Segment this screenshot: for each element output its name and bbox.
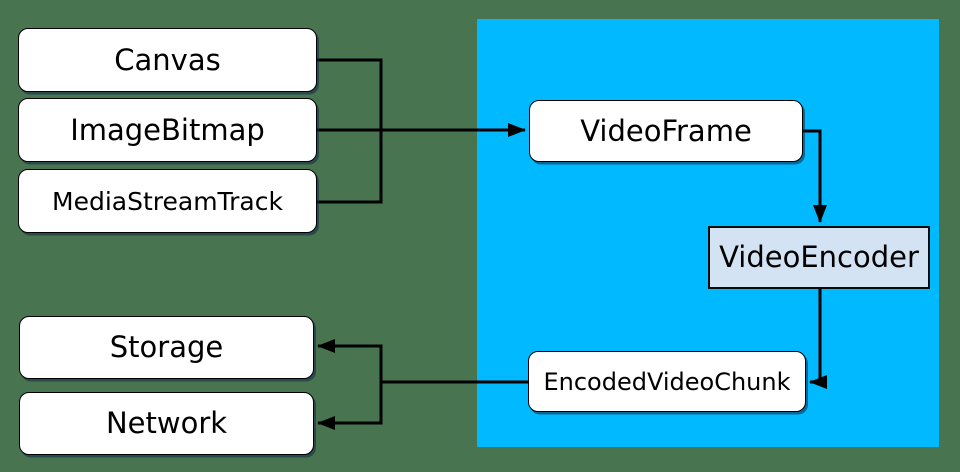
- node-storage: Storage: [19, 316, 314, 379]
- node-imagebitmap-label: ImageBitmap: [70, 112, 265, 147]
- node-videoframe-label: VideoFrame: [580, 113, 752, 148]
- node-videoencoder-label: VideoEncoder: [719, 240, 919, 274]
- node-mediastreamtrack-label: MediaStreamTrack: [52, 186, 283, 216]
- node-canvas-label: Canvas: [114, 42, 221, 77]
- node-encodedvideochunk: EncodedVideoChunk: [528, 351, 806, 412]
- node-mediastreamtrack: MediaStreamTrack: [18, 169, 317, 233]
- node-network-label: Network: [105, 406, 228, 440]
- node-canvas: Canvas: [18, 28, 317, 92]
- node-network: Network: [19, 392, 314, 455]
- node-storage-label: Storage: [109, 330, 224, 364]
- node-videoencoder: VideoEncoder: [708, 226, 930, 289]
- node-imagebitmap: ImageBitmap: [18, 98, 317, 162]
- node-videoframe: VideoFrame: [529, 100, 803, 162]
- node-encodedvideochunk-label: EncodedVideoChunk: [543, 367, 791, 396]
